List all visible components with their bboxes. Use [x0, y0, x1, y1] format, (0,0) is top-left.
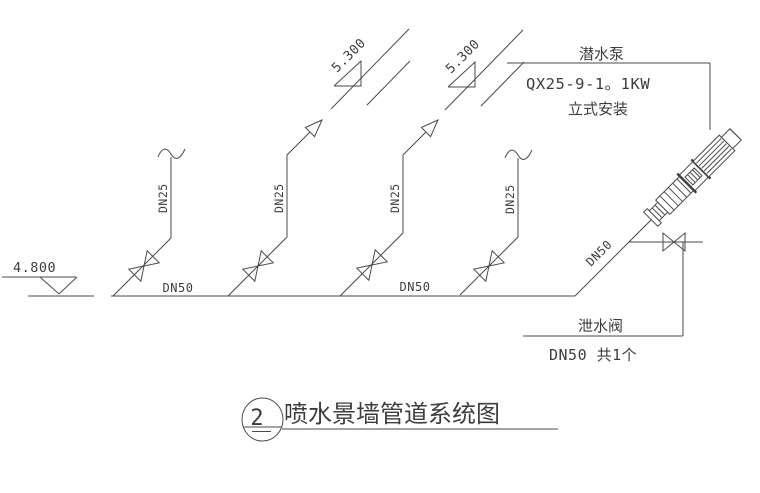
riser-pipe-size-label: DN25	[503, 184, 517, 214]
check-valve-icon	[472, 249, 506, 283]
elevation-datum-line	[330, 28, 410, 110]
pipe-break-icon	[504, 149, 533, 160]
title-block: 2 喷水景墙管道系统图	[241, 397, 558, 442]
riser-pipe-size-label: DN25	[156, 183, 170, 213]
elevation-triangle-icon	[447, 60, 476, 88]
elevation-marker-1: 5.300	[329, 28, 411, 110]
drain-valve-label: 泄水阀	[578, 317, 623, 335]
elevation-label: 5.300	[329, 36, 369, 76]
riser-pipe-size-label: DN25	[272, 183, 286, 213]
elevation-label: 5.300	[443, 37, 483, 77]
drain-valve-spec-label: DN50 共1个	[549, 346, 637, 364]
pump-branch: DN50	[574, 208, 663, 297]
detail-number-bubble: 2	[241, 397, 284, 442]
ground-elevation-marker: 4.800	[2, 260, 94, 297]
detail-number-label: 2	[250, 406, 263, 431]
drain-valve-icon	[662, 231, 686, 253]
riser-2: DN25	[227, 119, 323, 297]
riser-3: DN25	[339, 119, 439, 297]
flow-arrow-icon	[420, 119, 439, 138]
elevation-tick-line	[480, 61, 525, 107]
check-valve-icon	[355, 248, 389, 282]
branch-pipe-line	[574, 208, 663, 297]
pump-callout: 潜水泵 QX25-9-1。1KW 立式安装	[507, 45, 711, 130]
main-pipe-size-label-2: DN50	[400, 280, 431, 294]
pump-install-label: 立式安装	[568, 100, 628, 118]
main-pipe-size-label-1: DN50	[163, 281, 194, 295]
riser-pipe	[339, 124, 434, 297]
elevation-triangle-icon	[39, 276, 78, 295]
main-pipe: DN50 DN50	[111, 280, 575, 297]
pipe-break-icon	[157, 148, 186, 159]
riser-pipe	[459, 158, 519, 296]
bubble-circle	[241, 397, 284, 442]
check-valve-icon	[127, 249, 161, 283]
ground-elevation-label: 4.800	[13, 260, 56, 276]
check-valve-icon	[241, 249, 275, 283]
submersible-pump-icon	[642, 128, 742, 228]
riser-pipe	[112, 157, 172, 297]
elevation-marker-2: 5.300	[443, 29, 525, 111]
branch-pipe-size-label: DN50	[583, 237, 615, 269]
elevation-triangle-icon	[333, 59, 362, 87]
riser-1: DN25	[112, 148, 186, 297]
drain-valve-branch: 泄水阀 DN50 共1个	[523, 231, 703, 364]
pump-model-label: QX25-9-1。1KW	[526, 75, 650, 93]
drawing-title-label: 喷水景墙管道系统图	[284, 400, 500, 428]
riser-pipe-size-label: DN25	[388, 183, 402, 213]
flow-arrow-icon	[304, 119, 323, 138]
riser-4: DN25	[459, 149, 533, 296]
pump-name-label: 潜水泵	[579, 45, 624, 63]
elevation-datum-line	[444, 29, 524, 111]
elevation-tick-line	[366, 60, 411, 106]
